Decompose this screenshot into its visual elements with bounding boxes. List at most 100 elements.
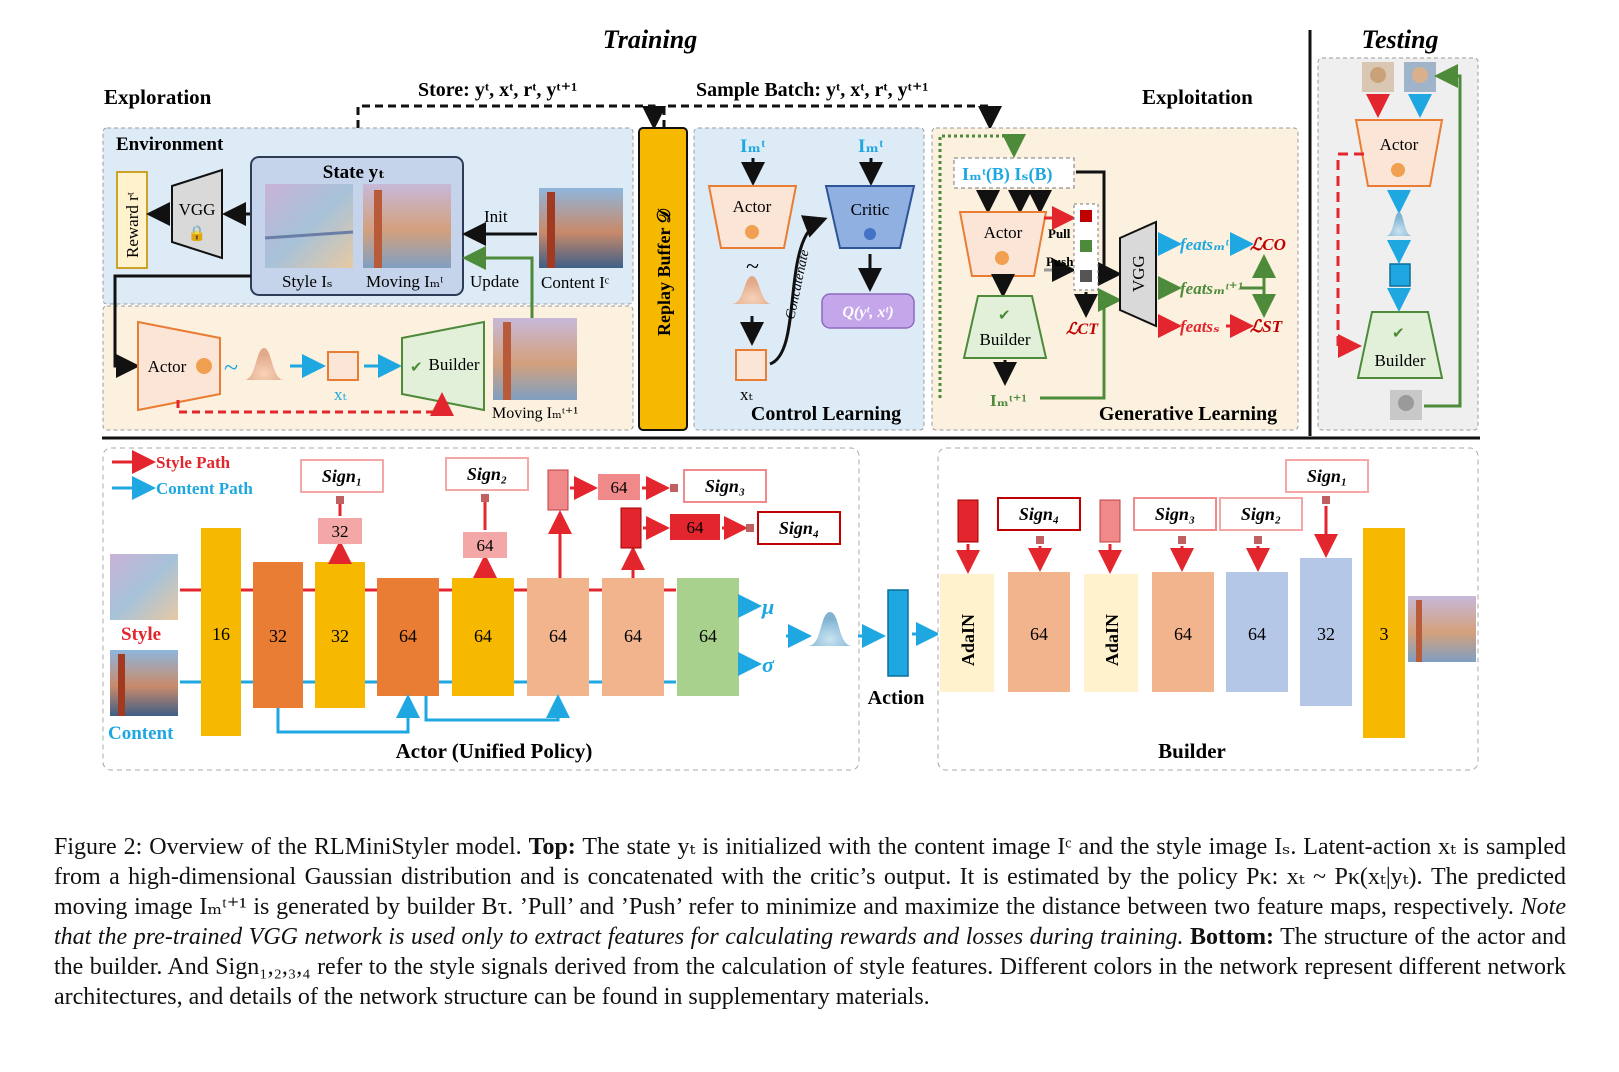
figure-caption: Figure 2: Overview of the RLMiniStyler m…	[54, 832, 1566, 1012]
content-label: Content Iᶜ	[541, 273, 610, 292]
builder-block-label: 64	[1174, 624, 1192, 644]
latent-x-label: xₜ	[334, 385, 348, 404]
action-label: Action	[868, 687, 925, 709]
batch-to-vgg	[1076, 170, 1122, 286]
gen-dotted-loop	[938, 134, 1026, 398]
builder-block	[1226, 572, 1288, 692]
branch-3-cube	[547, 469, 569, 511]
state-label: State yₜ	[323, 162, 385, 183]
builder-output-tower	[1416, 600, 1422, 662]
explore-actor	[137, 320, 221, 412]
actor-block	[677, 578, 739, 696]
adain-label: AdaIN	[958, 614, 978, 666]
lock-icon: 🔒	[188, 225, 207, 242]
actor-block	[253, 562, 303, 708]
explore-builder-label: Builder	[429, 355, 480, 374]
moving-next-tower	[503, 322, 511, 400]
sign-label: Sign₃	[705, 476, 745, 496]
sign-dot	[1178, 536, 1186, 544]
actor-block-label: 64	[474, 626, 492, 646]
builder-block-label: 3	[1380, 624, 1389, 644]
sign-box	[757, 511, 841, 545]
gen-vgg	[1119, 220, 1157, 328]
vgg-label: VGG	[179, 200, 216, 219]
actor-block	[201, 528, 241, 736]
legend-content-label: Content Path	[156, 479, 253, 498]
sign-label: Sign₄	[779, 518, 819, 538]
environment-label: Environment	[116, 134, 224, 155]
moving-label: Moving Iₘᵗ	[366, 272, 443, 291]
side-block-label: 64	[687, 518, 705, 537]
legend-style-label: Style Path	[156, 453, 231, 472]
gen-actor	[958, 211, 1048, 277]
side-block	[463, 532, 507, 558]
gen-next-to-vgg	[1040, 288, 1122, 400]
skip-connection-2	[424, 694, 570, 722]
actor-style-label: Style	[121, 624, 161, 645]
test-output-loop	[1424, 64, 1462, 408]
update-arrow	[462, 246, 534, 318]
feat-s-label: featsₛ	[1180, 317, 1220, 336]
actor-block-label: 64	[399, 626, 417, 646]
exploration-label: Exploration	[104, 85, 212, 109]
sign-dot	[481, 494, 489, 502]
sign-box	[1285, 459, 1369, 493]
adain-block	[940, 574, 994, 692]
actor-block-label: 64	[624, 626, 642, 646]
control-actor-label: Actor	[733, 197, 772, 216]
actor-content-tower	[118, 654, 125, 716]
loss-st: ℒST	[1250, 317, 1283, 336]
replay-buffer	[638, 127, 688, 431]
gen-builder	[962, 295, 1048, 359]
tilde-icon: ~	[224, 353, 238, 382]
sigma-label: σ	[762, 652, 775, 677]
broom-icon: ✔	[410, 360, 423, 376]
sign-box	[445, 457, 529, 491]
test-broom-icon: ✔	[1392, 326, 1405, 342]
control-tilde: ~	[746, 254, 759, 280]
control-x-label: xₜ	[740, 385, 754, 404]
side-block-label: 64	[477, 536, 495, 555]
caption-bottom-bold: Bottom:	[1190, 924, 1274, 950]
caption-part2: The structure of the actor and the build…	[54, 924, 1566, 1010]
feat-t1-label: featsₘᵗ⁺¹	[1180, 279, 1243, 298]
replay-label: Replay Buffer 𝒟	[654, 208, 674, 336]
brain-icon	[196, 358, 212, 374]
actor-style-thumbnail	[110, 554, 178, 620]
adain-block	[1084, 574, 1138, 692]
gen-brain-icon	[995, 251, 1009, 265]
test-brain-icon	[1391, 163, 1405, 177]
sign-dot	[1036, 536, 1044, 544]
test-actor-label: Actor	[1380, 135, 1419, 154]
control-actor	[707, 185, 798, 249]
vgg-encoder	[171, 168, 223, 260]
store-arrow	[356, 104, 666, 130]
actor-content-label: Content	[108, 723, 174, 744]
sign-dot	[336, 496, 344, 504]
style-label: Style Iₛ	[282, 272, 333, 291]
side-block	[670, 514, 720, 540]
caption-top-bold: Top:	[528, 834, 576, 860]
actor-block-label: 32	[269, 626, 287, 646]
actor-block-label: 64	[549, 626, 567, 646]
reward-box	[116, 171, 148, 269]
skip-connection-1	[276, 694, 420, 734]
test-style-face-head	[1370, 67, 1386, 83]
feature-dark	[1080, 270, 1092, 282]
sign-box	[1133, 497, 1217, 531]
pull-label: Pull	[1048, 226, 1071, 241]
batch-label: Iₘᵗ(B) Iₛ(B)	[962, 164, 1053, 185]
control-cube	[735, 349, 767, 381]
actor-title: Actor (Unified Policy)	[396, 739, 593, 763]
builder-block	[1152, 572, 1214, 692]
actor-block	[527, 578, 589, 696]
actor-to-builder-dashed	[176, 392, 454, 416]
feat-t-label: featsₘᵗ	[1180, 235, 1229, 254]
actor-block-label: 16	[212, 624, 230, 644]
test-output-face-head	[1398, 395, 1414, 411]
test-builder-label: Builder	[1375, 351, 1426, 370]
builder-red-cube	[957, 499, 979, 543]
builder-title: Builder	[1158, 739, 1226, 763]
actor-block	[377, 578, 439, 696]
